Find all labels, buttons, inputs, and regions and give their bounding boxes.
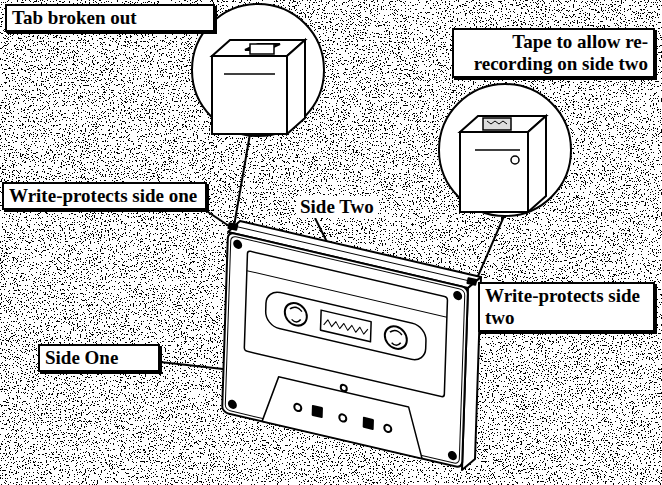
- reel-hub: [284, 301, 307, 328]
- tab-slot: [228, 223, 237, 230]
- face-rim: [225, 236, 465, 465]
- tab-hole-inner: [250, 44, 274, 54]
- cassette-front: [222, 232, 468, 468]
- screw: [229, 400, 236, 409]
- capstan-hole: [339, 414, 346, 423]
- tab-block-side: [287, 40, 305, 134]
- tape-ticks: [324, 319, 368, 335]
- edge-line: [475, 149, 520, 151]
- screw: [234, 240, 241, 249]
- callout-box: Write-protects side two: [478, 282, 655, 332]
- callout-text: Write-protects side one: [9, 185, 200, 207]
- leader-line: [234, 134, 250, 226]
- window-band: [265, 289, 426, 362]
- capstan-hole: [384, 424, 391, 433]
- part-label: Side Two: [296, 196, 378, 218]
- callout-text: Tape to allow re-recording on side two: [459, 31, 648, 75]
- label-area: [244, 251, 447, 398]
- callout-box: Tab broken out: [5, 4, 215, 32]
- reel-teeth: [390, 329, 402, 346]
- edge-line: [211, 70, 213, 134]
- edge-line: [224, 73, 275, 75]
- tab-slot: [467, 278, 476, 285]
- tab-block-side: [528, 116, 546, 212]
- reel-teeth: [290, 306, 302, 323]
- reel-hub: [384, 324, 407, 351]
- callout-box: Side One: [38, 344, 160, 372]
- tab-block-front: [212, 56, 287, 134]
- screw: [341, 384, 347, 391]
- callout-box: Tape to allow re-recording on side two: [452, 28, 655, 78]
- guide-hole: [364, 418, 373, 429]
- tape-texture: [487, 121, 507, 124]
- tape-window: [320, 310, 371, 342]
- callout-text: Side One: [45, 347, 153, 369]
- tab-block-front: [460, 132, 528, 212]
- callout-box: Write-protects side one: [2, 182, 207, 210]
- head-opening: [262, 373, 424, 458]
- capstan-hole: [294, 403, 301, 412]
- screw: [511, 156, 519, 164]
- leader-line: [478, 214, 505, 276]
- magnifier-right: [439, 84, 571, 216]
- screw: [454, 291, 461, 300]
- tape-over-hole: [483, 118, 511, 130]
- callout-text: Tab broken out: [12, 7, 208, 29]
- cassette: [222, 221, 481, 470]
- callout-text: Write-protects side two: [485, 285, 648, 329]
- magnifier-circle: [439, 84, 571, 216]
- leader-line: [205, 210, 232, 228]
- screw: [449, 451, 456, 460]
- cassette-face: [222, 232, 468, 468]
- guide-hole: [313, 406, 322, 417]
